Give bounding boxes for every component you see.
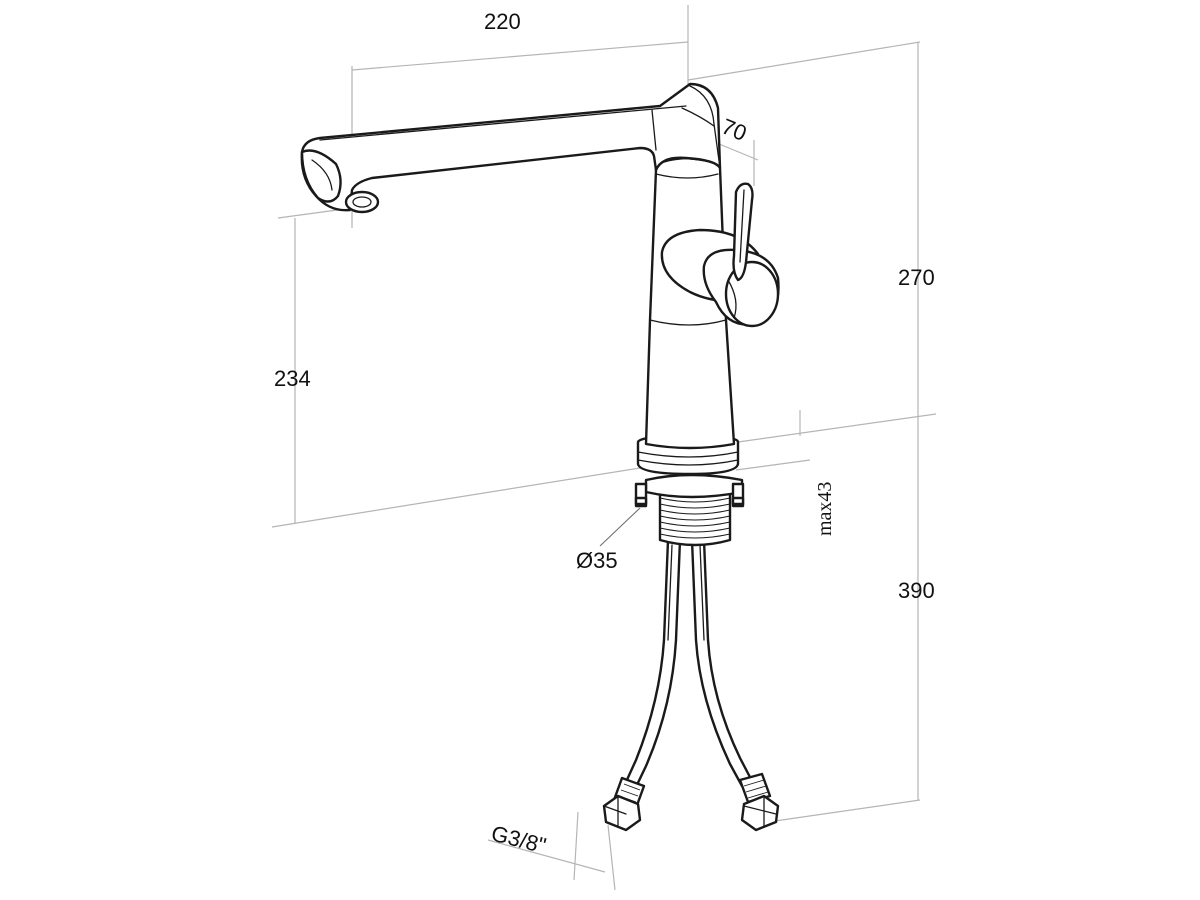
aerator xyxy=(344,190,380,214)
ext-line-deck-top xyxy=(737,413,937,443)
label-total-height: 270 xyxy=(898,265,935,290)
left-hose-connector xyxy=(602,776,646,832)
label-base-diameter: Ø35 xyxy=(576,548,618,573)
right-stud-nut xyxy=(731,496,745,506)
mounting-plate xyxy=(644,473,744,499)
right-stud xyxy=(731,482,745,508)
left-stud xyxy=(634,482,648,508)
ext-line-top xyxy=(687,41,921,81)
handle-cap-edge xyxy=(727,279,737,319)
ext-line-deck-lower xyxy=(735,459,811,471)
label-spout-reach: 220 xyxy=(484,9,521,34)
right-hose-seam xyxy=(699,544,705,641)
ext-line-deck-base xyxy=(271,467,641,528)
ext-line-connector xyxy=(607,824,616,891)
dimension-lines xyxy=(271,5,937,891)
label-max-deck-thickness: max43 xyxy=(814,482,836,536)
label-body-depth: 70 xyxy=(718,114,750,146)
left-hose xyxy=(624,538,682,789)
faucet-body xyxy=(300,82,780,450)
lever-edge xyxy=(739,189,745,263)
right-ferrule xyxy=(738,772,772,804)
label-spout-height: 234 xyxy=(274,366,311,391)
spout-rear-edge xyxy=(689,85,721,169)
mounting-hardware xyxy=(634,434,745,547)
column-seam xyxy=(649,319,727,326)
handle-lever xyxy=(732,182,754,282)
left-stud-nut xyxy=(634,496,648,506)
ext-line-hose-end xyxy=(767,799,921,823)
right-hose-connector xyxy=(738,772,780,832)
spout-tip xyxy=(300,149,342,203)
ext-line-connector-left xyxy=(573,811,579,881)
spout-arm xyxy=(300,82,722,212)
label-connector-thread: G3/8" xyxy=(489,821,549,859)
spout-top-edge xyxy=(319,105,687,141)
label-hose-length: 390 xyxy=(898,578,935,603)
dim-line-spout-reach xyxy=(351,41,689,71)
aerator-inner xyxy=(352,196,372,208)
threaded-shank xyxy=(658,490,732,547)
dim-line-connector xyxy=(487,839,606,873)
left-hose-seam xyxy=(667,544,673,641)
column-top-seam xyxy=(655,173,719,179)
spout-tip-highlight xyxy=(311,159,333,191)
spout-rear-bevel xyxy=(681,107,715,127)
supply-hoses xyxy=(602,538,780,832)
leader-base-diameter xyxy=(599,507,641,547)
spout-seam xyxy=(651,109,657,151)
